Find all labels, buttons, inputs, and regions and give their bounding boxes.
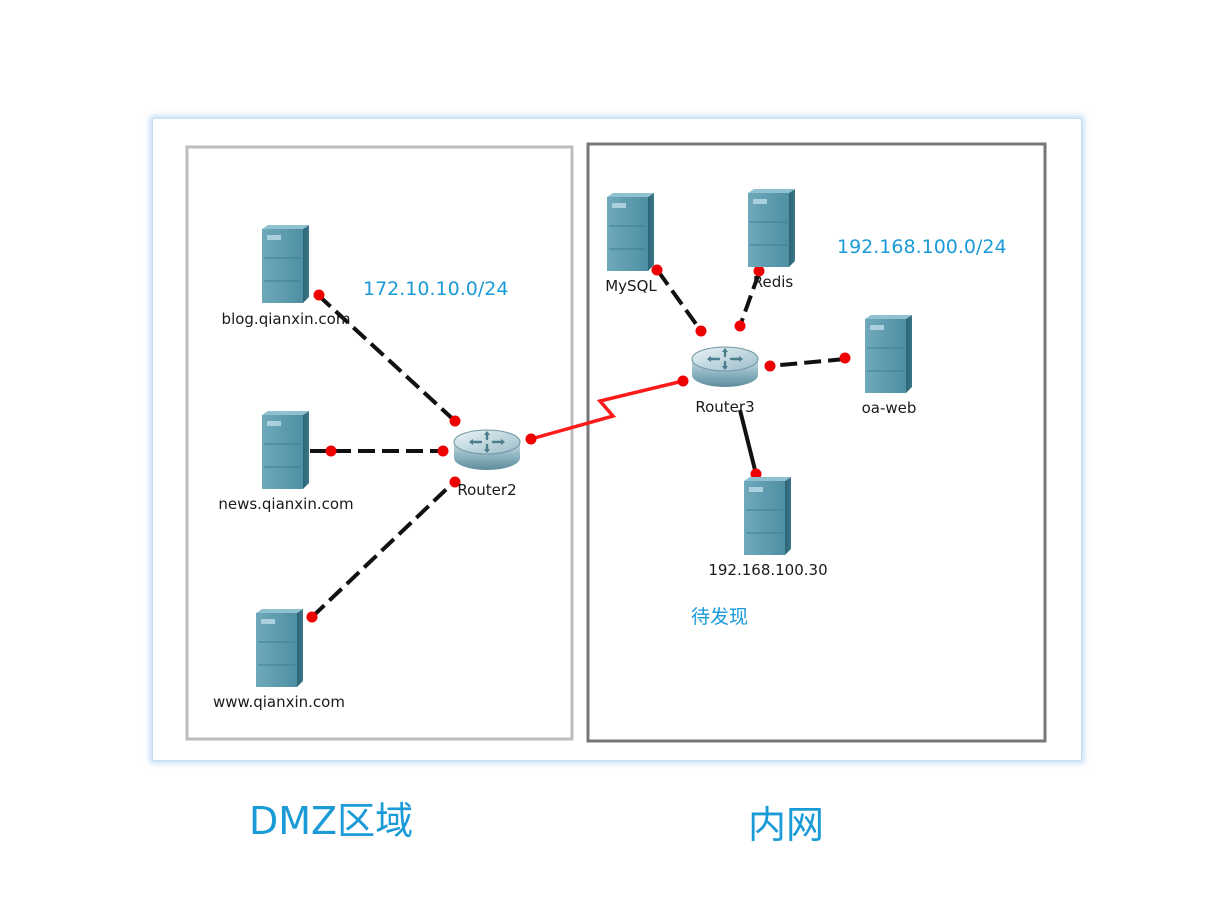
server-icon [864,315,913,394]
router2-label: Router2 [457,481,516,499]
dmz-zone-box [185,145,574,741]
intranet-subnet-label: 192.168.100.0/24 [837,236,1007,258]
link-ip30-router3 [738,409,758,475]
port-dot [313,289,325,301]
link-mysql-router3 [656,269,703,333]
router3-label: Router3 [695,398,754,416]
server-icon [261,225,310,304]
server-label: blog.qianxin.com [222,310,351,328]
server-icon [255,609,304,688]
port-dot [449,476,461,488]
dmz-subnet-label: 172.10.10.0/24 [363,278,508,300]
link-redis-router3 [738,272,761,327]
server-label: MySQL [605,277,657,295]
port-dot [750,468,762,480]
router-icon [690,345,760,389]
links [310,269,846,619]
router-icon [452,428,522,472]
port-dot [306,611,318,623]
intranet-zone-caption: 内网 [748,803,825,847]
network-topology: blog.qianxin.com news.qianxin.com www.qi… [185,142,1047,743]
port-dot [449,415,461,427]
server-blog[interactable]: blog.qianxin.com [222,225,351,328]
port-dot [839,352,851,364]
link-blog-router2 [316,293,457,423]
pending-discovery-note: 待发现 [691,606,748,628]
link-www-router2 [310,479,457,619]
server-mysql[interactable]: MySQL [605,193,657,295]
port-dot [753,265,765,277]
link-oaweb-router3 [769,357,846,368]
server-label: Redis [753,273,794,291]
link-router2-router3-serial [530,379,684,441]
server-label: 192.168.100.30 [708,561,827,579]
server-www[interactable]: www.qianxin.com [213,609,345,711]
server-ip30[interactable]: 192.168.100.30 [708,477,828,579]
diagram-frame: blog.qianxin.com news.qianxin.com www.qi… [152,118,1082,761]
router3[interactable]: Router3 [690,345,760,416]
server-icon [747,189,796,268]
server-label: news.qianxin.com [218,495,353,513]
server-label: oa-web [862,399,917,417]
server-redis[interactable]: Redis [747,189,796,291]
port-dot [677,375,689,387]
dmz-zone-caption: DMZ区域 [249,799,414,843]
server-label: www.qianxin.com [213,693,345,711]
port-dot [651,264,663,276]
intranet-zone-box [586,142,1047,743]
server-news[interactable]: news.qianxin.com [218,411,354,513]
port-dot [734,320,746,332]
port-dots [306,264,851,623]
port-dot [437,445,449,457]
server-oaweb[interactable]: oa-web [862,315,917,417]
server-icon [606,193,655,272]
port-dot [325,445,337,457]
port-dot [695,325,707,337]
server-icon [743,477,792,556]
port-dot [525,433,537,445]
server-icon [261,411,310,490]
port-dot [764,360,776,372]
router2[interactable]: Router2 [452,428,522,499]
